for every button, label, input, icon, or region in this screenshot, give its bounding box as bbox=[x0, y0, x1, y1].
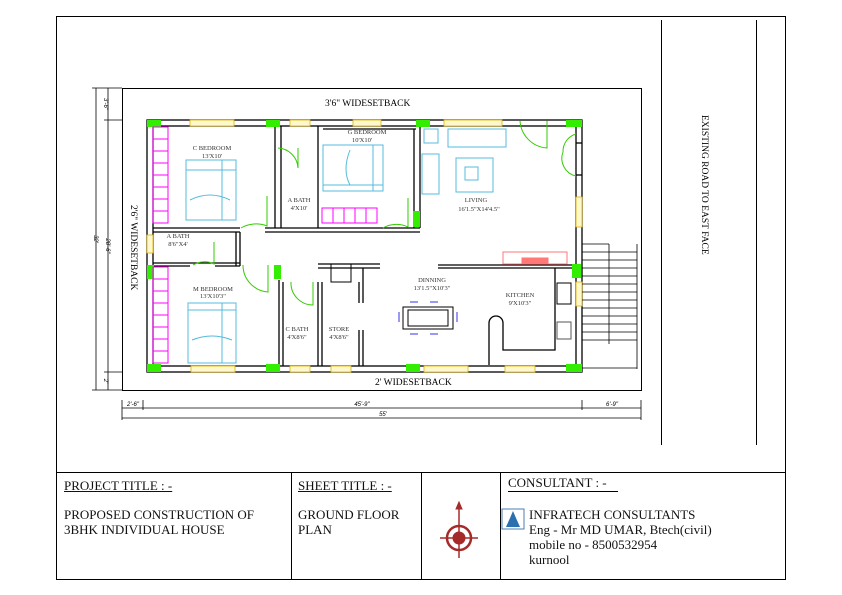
setback-left-label: 2'6" WIDESETBACK bbox=[128, 205, 138, 291]
room-size: 9'X10'3" bbox=[509, 300, 532, 307]
furniture bbox=[185, 128, 507, 364]
dim-total-vertical: 32' bbox=[92, 235, 98, 244]
room-name: A BATH bbox=[288, 197, 311, 204]
room-name: C BATH bbox=[286, 326, 309, 333]
company-name: INFRATECH CONSULTANTS bbox=[529, 507, 696, 522]
sheet-title-line1: GROUND FLOOR bbox=[298, 507, 400, 522]
dining-table bbox=[398, 301, 458, 335]
dim-left: 2'-6" bbox=[126, 402, 140, 408]
project-title-block: PROJECT TITLE : - PROPOSED CONSTRUCTION … bbox=[64, 478, 254, 537]
dim-middle: 45'-9" bbox=[354, 402, 370, 408]
dim-top: 3'-6" bbox=[102, 98, 108, 111]
room-labels: C BEDROOM 13'X10' A BATH 4'X10' G BEDROO… bbox=[167, 129, 535, 341]
room-name: M BEDROOM bbox=[193, 286, 233, 293]
room-size: 13'X10' bbox=[202, 153, 222, 160]
wash-basin bbox=[330, 263, 352, 283]
dim-bottom: 2' bbox=[102, 378, 108, 384]
consultant-details: INFRATECH CONSULTANTS Eng - Mr MD UMAR, … bbox=[529, 507, 712, 567]
room-name: LIVING bbox=[465, 197, 488, 204]
columns bbox=[147, 120, 582, 372]
building-logo-icon bbox=[501, 508, 525, 530]
engineer-name: Eng - Mr MD UMAR, Btech(civil) bbox=[529, 522, 712, 537]
project-title-line1: PROPOSED CONSTRUCTION OF bbox=[64, 507, 254, 522]
kitchen-sink bbox=[556, 282, 572, 305]
stove bbox=[556, 321, 572, 340]
sheet-border bbox=[56, 16, 786, 580]
room-name: KITCHEN bbox=[506, 292, 535, 299]
wardrobes bbox=[152, 126, 378, 364]
setback-bottom-label: 2' WIDESETBACK bbox=[375, 378, 452, 388]
dim-right: 6'-9" bbox=[606, 402, 619, 408]
sheet-title-heading: SHEET TITLE : - bbox=[298, 478, 392, 493]
room-size: 8'6"X4' bbox=[168, 241, 187, 248]
sheet-title-line2: PLAN bbox=[298, 522, 332, 537]
room-size: 10'X10' bbox=[352, 137, 372, 144]
room-name: C BEDROOM bbox=[193, 145, 232, 152]
room-size: 16'1.5"X14'4.5" bbox=[458, 206, 500, 213]
room-size: 13'1.5"X10'3" bbox=[414, 285, 451, 292]
dim-inner-vertical: 28'-6" bbox=[104, 237, 110, 254]
consultant-heading: CONSULTANT : - bbox=[508, 475, 607, 490]
project-title-heading: PROJECT TITLE : - bbox=[64, 478, 173, 493]
room-size: 4'X10' bbox=[291, 205, 308, 212]
compass-rose-icon bbox=[440, 500, 478, 558]
dim-total-horizontal: 55' bbox=[379, 412, 388, 418]
room-name: STORE bbox=[329, 326, 349, 333]
road-label: EXISTING ROAD TO EAST FACE bbox=[699, 115, 709, 255]
plot-boundary bbox=[122, 88, 642, 391]
doors bbox=[192, 120, 577, 306]
setback-top-label: 3'6" WIDESETBACK bbox=[325, 99, 411, 109]
mobile-number: mobile no - 8500532954 bbox=[529, 537, 658, 552]
room-size: 4'X8'6" bbox=[287, 334, 307, 341]
sofa bbox=[502, 251, 568, 265]
room-name: DINNING bbox=[418, 277, 446, 284]
room-name: G BEDROOM bbox=[348, 129, 387, 136]
room-size: 4'X8'6" bbox=[329, 334, 349, 341]
windows bbox=[146, 119, 583, 373]
room-size: 13'X10'3" bbox=[200, 293, 226, 300]
project-title-line2: 3BHK INDIVIDUAL HOUSE bbox=[64, 522, 225, 537]
city: kurnool bbox=[529, 552, 570, 567]
room-name: A BATH bbox=[167, 233, 190, 240]
sheet-title-block: SHEET TITLE : - GROUND FLOOR PLAN bbox=[298, 478, 399, 537]
consultant-underline bbox=[508, 491, 618, 492]
dimension-lines bbox=[92, 87, 642, 420]
staircase bbox=[582, 243, 638, 369]
